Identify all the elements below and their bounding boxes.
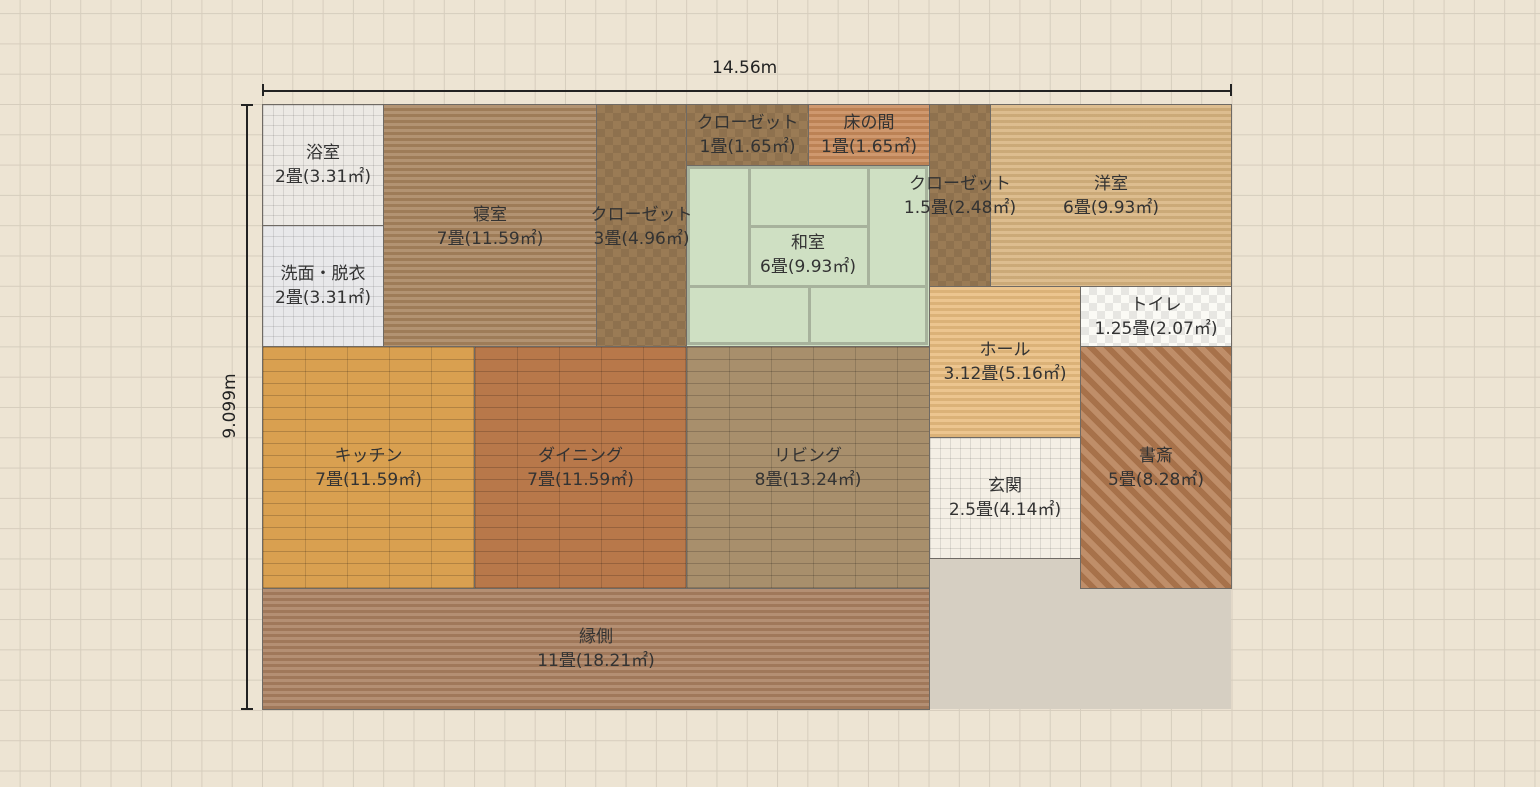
room-name: 玄関: [988, 476, 1022, 496]
room-area: 6畳(9.93㎡): [1063, 197, 1159, 218]
room-name: クローゼット: [696, 113, 799, 133]
room-area: 8畳(13.24㎡): [754, 469, 862, 490]
room-name: 和室: [791, 233, 825, 253]
room-area: 5畳(8.28㎡): [1108, 469, 1204, 490]
room-area: 1畳(1.65㎡): [821, 137, 917, 157]
room-washroom[interactable]: 洗面・脱衣 2畳(3.31㎡): [262, 225, 384, 347]
dimension-top-tick-left: [262, 84, 264, 96]
room-area: 2.5畳(4.14㎡): [948, 500, 1062, 520]
room-area: 7畳(11.59㎡): [527, 469, 634, 490]
tatami-mat: [808, 285, 928, 345]
room-closet-1-5[interactable]: クローゼット 1.5畳(2.48㎡): [904, 104, 1016, 287]
tatami-mat: [687, 166, 751, 288]
dimension-top-tick-right: [1230, 84, 1232, 96]
room-area: 11畳(18.21㎡): [537, 651, 655, 671]
room-name: 書斎: [1139, 445, 1173, 466]
room-name: 縁側: [579, 627, 613, 647]
room-area: 1.25畳(2.07㎡): [1094, 318, 1218, 339]
room-closet-3[interactable]: クローゼット 3畳(4.96㎡): [591, 104, 693, 347]
tatami-mat: [748, 225, 870, 288]
room-name: 寝室: [473, 205, 507, 225]
room-area: 7畳(11.59㎡): [436, 229, 544, 249]
room-name: リビング: [774, 445, 842, 466]
room-bath[interactable]: 浴室 2畳(3.31㎡): [262, 104, 384, 226]
room-name: 床の間: [843, 113, 895, 133]
room-name: 洗面・脱衣: [280, 264, 366, 284]
dimension-left-tick-top: [241, 104, 253, 106]
room-entrance[interactable]: 玄関 2.5畳(4.14㎡): [929, 437, 1081, 559]
room-bedroom[interactable]: 寝室 7畳(11.59㎡): [383, 104, 597, 347]
room-tokonoma[interactable]: 床の間 1畳(1.65㎡): [808, 104, 930, 166]
room-dining[interactable]: ダイニング 7畳(11.59㎡): [474, 346, 687, 589]
room-name: 洋室: [1094, 173, 1128, 194]
room-area: 7畳(11.59㎡): [315, 469, 422, 490]
room-area: 2畳(3.31㎡): [275, 288, 371, 308]
tatami-mat: [687, 285, 811, 345]
room-kitchen[interactable]: キッチン 7畳(11.59㎡): [262, 346, 475, 589]
room-name: ホール: [979, 340, 1031, 360]
room-name: ダイニング: [538, 445, 623, 466]
room-name: キッチン: [334, 445, 403, 466]
room-study[interactable]: 書斎 5畳(8.28㎡): [1080, 346, 1232, 589]
room-area: 1畳(1.65㎡): [699, 137, 796, 157]
tatami-mat: [748, 166, 870, 228]
room-washitsu[interactable]: 和室 6畳(9.93㎡): [686, 165, 930, 347]
room-closet-1[interactable]: クローゼット 1畳(1.65㎡): [686, 104, 809, 166]
room-living[interactable]: リビング 8畳(13.24㎡): [686, 346, 930, 589]
room-engawa[interactable]: 縁側 11畳(18.21㎡): [262, 588, 930, 710]
room-area: 1.5畳(2.48㎡): [903, 197, 1017, 218]
room-area: 3畳(4.96㎡): [593, 229, 690, 249]
room-hall[interactable]: ホール 3.12畳(5.16㎡): [929, 286, 1081, 438]
room-area: 6畳(9.93㎡): [760, 257, 856, 277]
room-name: 浴室: [306, 143, 340, 163]
dimension-width-label: 14.56m: [712, 58, 778, 78]
room-area: 2畳(3.31㎡): [275, 167, 371, 187]
room-toilet[interactable]: トイレ 1.25畳(2.07㎡): [1080, 286, 1232, 347]
room-name: クローゼット: [590, 205, 693, 225]
dimension-left-line: [246, 104, 248, 709]
room-name: トイレ: [1130, 294, 1182, 315]
dimension-top-line: [262, 90, 1231, 92]
dimension-height-label: 9.099m: [220, 373, 240, 439]
room-area: 3.12畳(5.16㎡): [943, 364, 1067, 384]
room-western[interactable]: 洋室 6畳(9.93㎡): [990, 104, 1232, 287]
room-name: クローゼット: [909, 173, 1011, 194]
dimension-left-tick-bottom: [241, 708, 253, 710]
